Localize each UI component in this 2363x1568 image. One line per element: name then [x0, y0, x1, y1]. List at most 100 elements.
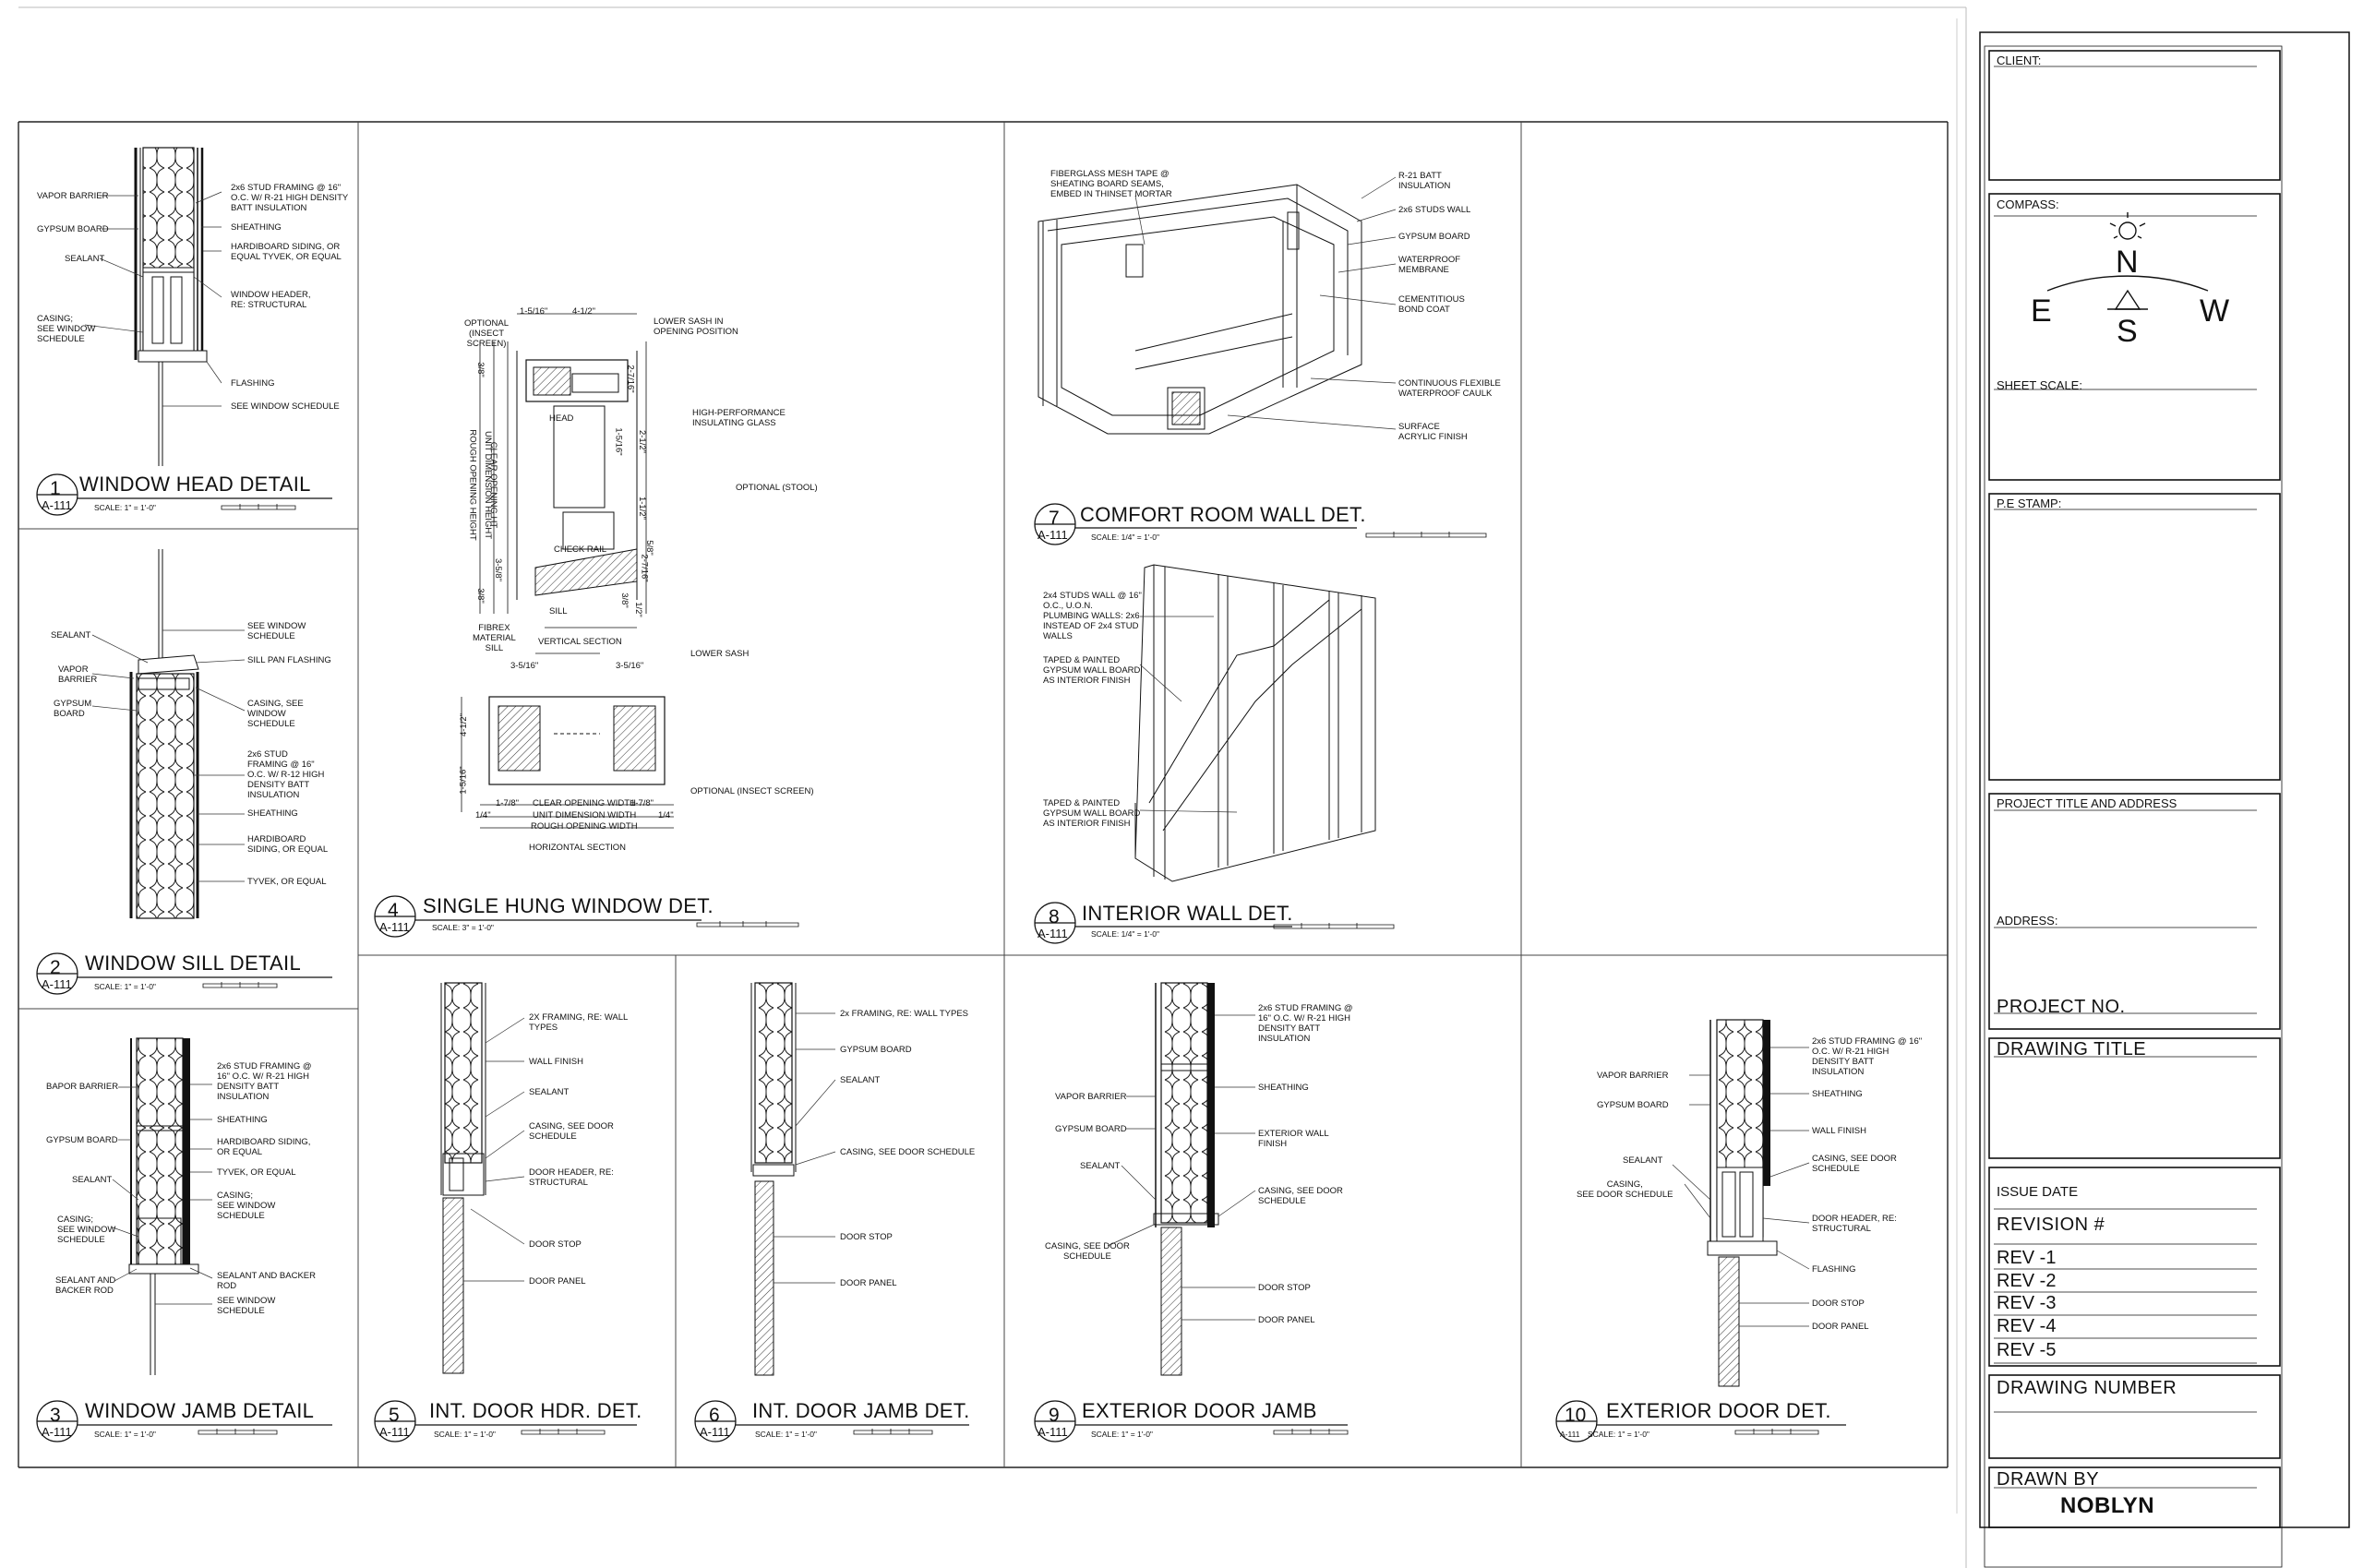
note: 2x FRAMING, RE: WALL TYPES — [840, 1009, 969, 1019]
note: CASING; SEE WINDOW SCHEDULE — [37, 314, 96, 344]
note: CASING, SEE WINDOW SCHEDULE — [247, 699, 304, 729]
note: GYPSUM BOARD — [54, 699, 92, 719]
detail-5-sheet: A-111 — [379, 1425, 410, 1439]
note: SEALANT — [65, 254, 105, 264]
drawn-by-name: NOBLYN — [2060, 1493, 2155, 1518]
note: SURFACE ACRYLIC FINISH — [1398, 422, 1468, 442]
address-label: ADDRESS: — [1997, 914, 2058, 928]
compass-west: W — [2200, 293, 2230, 329]
note: SHEATHING — [217, 1115, 268, 1125]
note: FIBREX MATERIAL SILL — [473, 623, 516, 653]
rev-3: REV -3 — [1997, 1293, 2057, 1313]
dimension: ROUGH OPENING HEIGHT — [467, 429, 478, 541]
dimension: 4-1/2" — [459, 712, 470, 737]
note: SHEATHING — [231, 222, 282, 233]
dimension: 3/8" — [474, 588, 486, 604]
compass-label: COMPASS: — [1997, 197, 2059, 211]
note: OPTIONAL (INSECT SCREEN) — [690, 786, 814, 796]
detail-4-drawing — [461, 313, 674, 829]
detail-4-title: SINGLE HUNG WINDOW DET. — [423, 894, 714, 917]
detail-3-title: WINDOW JAMB DETAIL — [85, 1399, 315, 1422]
client-label: CLIENT: — [1997, 54, 2042, 67]
dimension: 2-7/16" — [639, 554, 650, 582]
dimension: 1/2" — [632, 602, 643, 617]
detail-6-drawing — [750, 982, 836, 1376]
compass-south: S — [2117, 314, 2138, 349]
note: FIBERGLASS MESH TAPE @ SHEATING BOARD SE… — [1050, 169, 1172, 199]
note: 2x6 STUD FRAMING @ 16" O.C. W/ R-21 HIGH… — [1258, 1003, 1353, 1044]
detail-6-number: 6 — [709, 1405, 720, 1426]
note: BAPOR BARRIER — [46, 1082, 119, 1092]
note: SEALANT — [1623, 1155, 1663, 1166]
dimension: 1-7/8" — [496, 798, 520, 808]
detail-5-title: INT. DOOR HDR. DET. — [429, 1399, 642, 1422]
note: DOOR STOP — [1258, 1283, 1311, 1293]
rev-1: REV -1 — [1997, 1248, 2057, 1268]
compass-north: N — [2116, 245, 2139, 280]
detail-5-drawing — [440, 982, 525, 1374]
note: CASING, SEE DOOR SCHEDULE — [1045, 1241, 1130, 1262]
note: WATERPROOF MEMBRANE — [1398, 255, 1461, 275]
detail-2-title: WINDOW SILL DETAIL — [85, 952, 301, 975]
detail-7-sheet: A-111 — [1038, 528, 1068, 542]
detail-10-number: 10 — [1565, 1405, 1587, 1426]
detail-9-drawing — [1107, 982, 1256, 1376]
note: DOOR STOP — [529, 1239, 582, 1250]
detail-6-scale: SCALE: 1" = 1'-0" — [755, 1430, 817, 1439]
note: DOOR HEADER, RE: STRUCTURAL — [529, 1167, 614, 1188]
pe-stamp-label: P.E STAMP: — [1997, 497, 2062, 510]
note: 2X FRAMING, RE: WALL TYPES — [529, 1012, 629, 1033]
dimension: ROUGH OPENING WIDTH — [531, 821, 638, 832]
dimension: 1-5/16" — [520, 306, 548, 317]
revision-label: REVISION # — [1997, 1215, 2105, 1235]
detail-10-title: EXTERIOR DOOR DET. — [1606, 1399, 1831, 1422]
detail-markers — [36, 473, 1846, 1442]
note: GYPSUM BOARD — [840, 1045, 912, 1055]
note: GYPSUM BOARD — [46, 1135, 118, 1145]
compass-graphic — [2046, 212, 2209, 310]
note: SEALANT — [51, 630, 91, 640]
note: SEE WINDOW SCHEDULE — [231, 401, 340, 412]
note: CASING, SEE DOOR SCHEDULE — [1812, 1154, 1897, 1174]
note: SILL — [549, 606, 568, 616]
note: DOOR PANEL — [840, 1278, 897, 1288]
detail-1-number: 1 — [50, 478, 61, 499]
note: TYVEK, OR EQUAL — [247, 877, 327, 887]
note: TAPED & PAINTED GYPSUM WALL BOARD AS INT… — [1043, 655, 1141, 686]
note: HARDIBOARD SIDING, OR EQUAL — [247, 834, 329, 855]
detail-7-number: 7 — [1049, 508, 1060, 529]
detail-1-title: WINDOW HEAD DETAIL — [79, 473, 311, 496]
note: FLASHING — [231, 378, 275, 389]
note: SEALANT AND BACKER ROD — [55, 1275, 116, 1296]
detail-4-number: 4 — [388, 900, 399, 921]
note: SHEATHING — [1258, 1083, 1309, 1093]
note: OPTIONAL (INSECT SCREEN) — [464, 318, 510, 349]
detail-10-scale: SCALE: 1" = 1'-0" — [1588, 1430, 1649, 1439]
note: 2x6 STUDS WALL — [1398, 205, 1471, 215]
dimension: UNIT DIMENSION HEIGHT — [483, 431, 493, 539]
detail-2-number: 2 — [50, 957, 61, 978]
note: VAPOR BARRIER — [58, 664, 98, 685]
note: VERTICAL SECTION — [538, 637, 622, 647]
note: CASING, SEE DOOR SCHEDULE — [840, 1147, 976, 1157]
note: CASING, SEE DOOR SCHEDULE — [1577, 1179, 1673, 1200]
note: DOOR STOP — [840, 1232, 893, 1242]
detail-5-scale: SCALE: 1" = 1'-0" — [434, 1430, 496, 1439]
note: VAPOR BARRIER — [1055, 1092, 1127, 1102]
dimension: 3/8" — [474, 362, 486, 377]
detail-9-scale: SCALE: 1" = 1'-0" — [1091, 1430, 1153, 1439]
note: 2x6 STUD FRAMING @ 16" O.C. W/ R-21 HIGH… — [231, 183, 349, 213]
dimension: 1-5/16" — [613, 427, 624, 456]
dimension: 1-1/2" — [637, 496, 648, 521]
note: DOOR PANEL — [1258, 1315, 1315, 1325]
note: HIGH-PERFORMANCE INSULATING GLASS — [692, 408, 786, 428]
rev-4: REV -4 — [1997, 1316, 2057, 1336]
dimension: 1/4" — [475, 810, 491, 820]
note: TYVEK, OR EQUAL — [217, 1167, 296, 1178]
detail-10-drawing — [1672, 1019, 1810, 1387]
project-title-label: PROJECT TITLE AND ADDRESS — [1997, 796, 2177, 810]
note: DOOR PANEL — [1812, 1322, 1869, 1332]
note: FLASHING — [1812, 1264, 1856, 1275]
detail-2-scale: SCALE: 1" = 1'-0" — [94, 982, 156, 991]
drawn-by-label: DRAWN BY — [1997, 1469, 2100, 1490]
